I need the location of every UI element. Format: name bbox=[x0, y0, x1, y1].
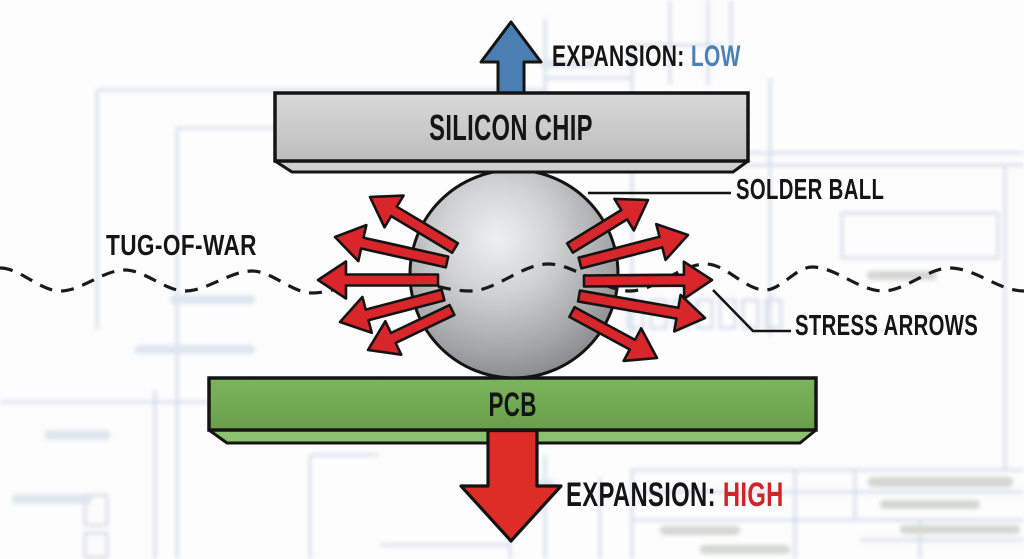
down-arrow-icon bbox=[459, 428, 563, 543]
silicon-chip-bar bbox=[273, 91, 750, 163]
solder-ball-label: SOLDER BALL bbox=[736, 174, 885, 206]
stress-arrow-icon bbox=[333, 223, 450, 269]
wavy-dashed-line bbox=[0, 262, 1024, 295]
expansion-low-label: EXPANSION: LOW bbox=[552, 42, 822, 72]
stress-arrow-icon bbox=[316, 260, 440, 300]
expansion-low-prefix: EXPANSION: bbox=[552, 40, 685, 73]
tug-of-war-label: TUG-OF-WAR bbox=[106, 230, 257, 262]
silicon-chip-label: SILICON CHIP bbox=[429, 107, 594, 148]
stress-arrow-icon bbox=[568, 305, 659, 363]
stress-arrows-label: STRESS ARROWS bbox=[795, 310, 979, 342]
expansion-low-value: LOW bbox=[690, 40, 741, 73]
stress-arrow-icon bbox=[338, 288, 446, 335]
stress-arrow-icon bbox=[576, 289, 707, 333]
stress-arrows-pointer-line bbox=[712, 289, 791, 333]
stress-arrow-icon bbox=[565, 197, 650, 254]
expansion-high-prefix: EXPANSION: bbox=[566, 476, 716, 514]
up-arrow-icon bbox=[479, 20, 543, 98]
stress-arrow-icon bbox=[582, 260, 714, 301]
expansion-high-label: EXPANSION: HIGH bbox=[566, 478, 877, 512]
stress-arrow-icon bbox=[577, 222, 690, 270]
stress-arrow-icon bbox=[366, 303, 456, 356]
pcb-label: PCB bbox=[488, 386, 537, 424]
solder-ball-sphere bbox=[408, 168, 620, 380]
stress-arrow-icon bbox=[368, 194, 460, 255]
expansion-high-value: HIGH bbox=[722, 476, 784, 514]
